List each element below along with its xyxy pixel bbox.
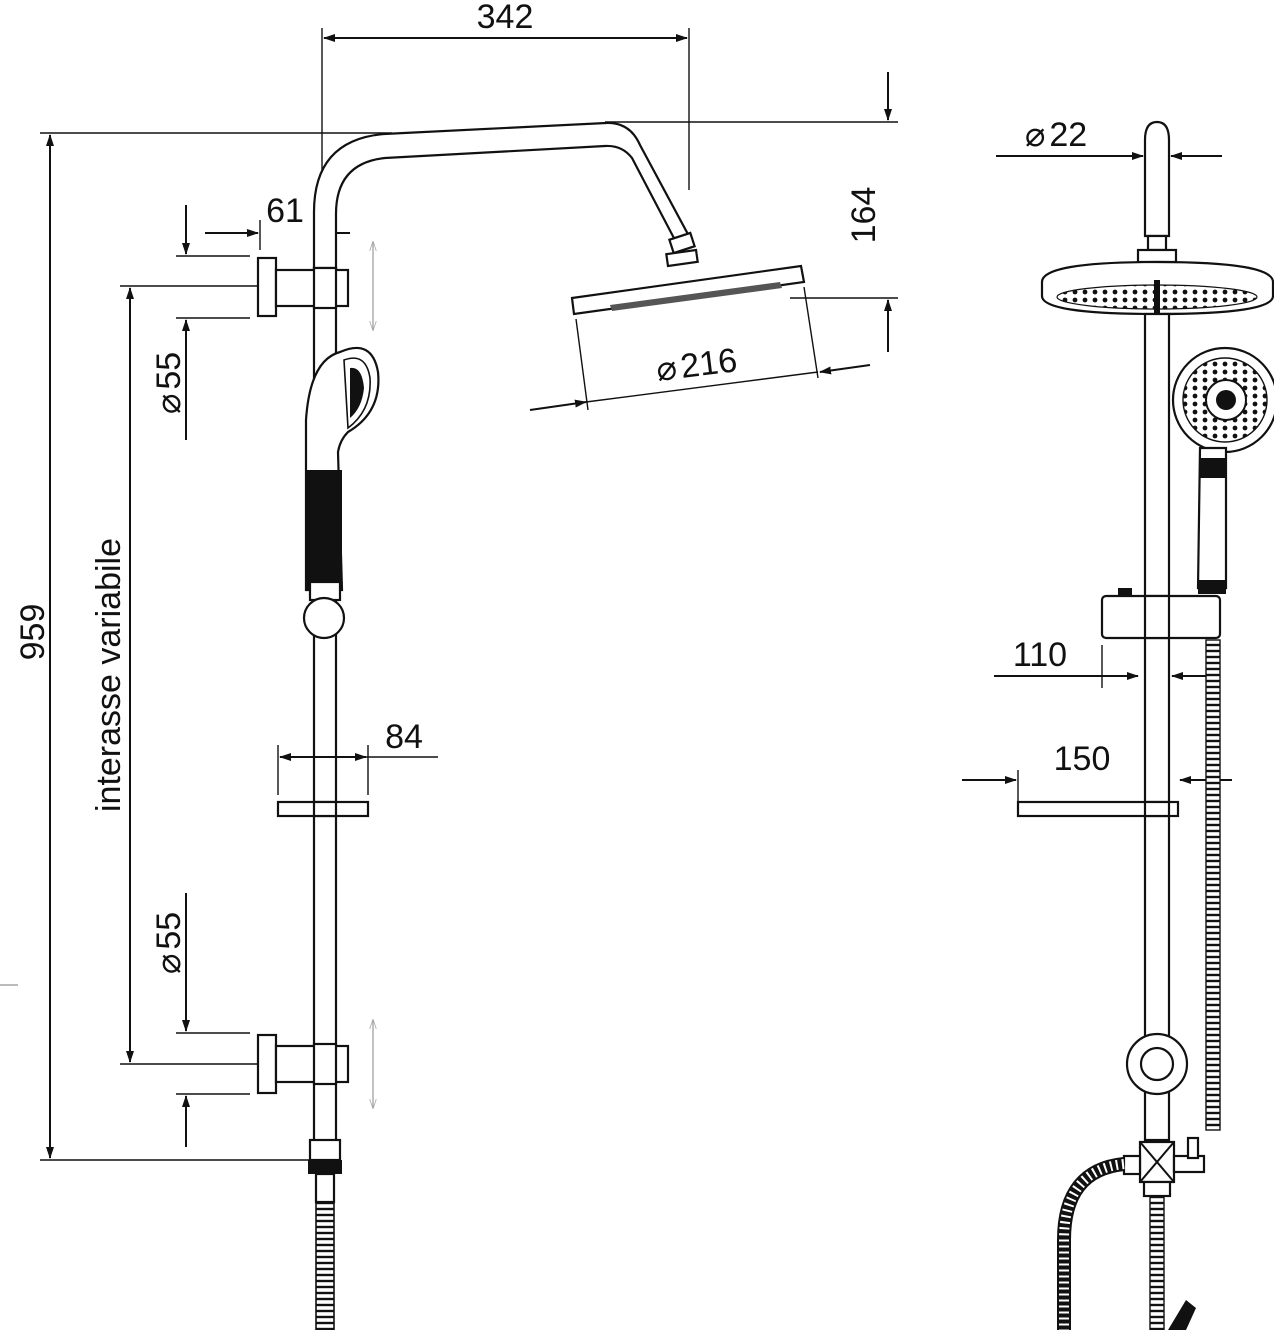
head-joint xyxy=(665,248,699,268)
total-height-value: 959 xyxy=(14,604,52,661)
slider-depth-value: 110 xyxy=(1013,636,1067,674)
slider-front xyxy=(1100,588,1222,640)
dimension-total-height: 959 xyxy=(14,132,392,1161)
rain-shower-head-side: ⌀216 xyxy=(529,264,871,411)
hose-curve-front xyxy=(1057,1157,1125,1330)
side-view: 342 959 164 61 xyxy=(0,0,898,1330)
dimension-arm-drop: 164 xyxy=(605,72,898,352)
dimension-slider-depth: 110 xyxy=(994,636,1216,688)
wall-hook-front xyxy=(1125,1032,1189,1096)
shelf-depth-value: 150 xyxy=(1054,740,1111,778)
dimension-bracket-spacing: interasse variabile xyxy=(90,285,258,1065)
rain-shower-head-front xyxy=(1040,260,1274,316)
diverter-front xyxy=(1122,1136,1206,1330)
pipe-diameter-value: ⌀22 xyxy=(1025,116,1087,154)
wall-bracket-bottom xyxy=(256,1033,350,1095)
arm-nut xyxy=(667,231,697,255)
dimension-shelf-depth: 150 xyxy=(962,740,1232,802)
bracket-spacing-label: interasse variabile xyxy=(90,538,128,812)
arm-drop-value: 164 xyxy=(845,187,883,244)
dimension-wall-offset: 61 xyxy=(205,192,350,250)
arm-end-front xyxy=(1143,120,1171,238)
soap-dish-depth-value: 84 xyxy=(385,718,423,756)
bracket-diameter-bottom-value: ⌀55 xyxy=(150,912,188,974)
arm-joint-front xyxy=(1146,234,1168,252)
dimension-pipe-diameter: ⌀22 xyxy=(996,116,1222,160)
dimension-bracket-diameter-top: ⌀55 xyxy=(150,205,250,440)
riser-pipe-front xyxy=(1143,312,1171,1142)
shower-arm xyxy=(312,121,692,272)
dimension-bracket-diameter-bottom: ⌀55 xyxy=(150,893,250,1147)
head-nut-front xyxy=(1136,248,1178,264)
arm-length-value: 342 xyxy=(477,0,534,36)
hose-front xyxy=(1205,639,1221,1131)
wall-offset-value: 61 xyxy=(266,192,304,230)
soap-dish-side xyxy=(276,800,370,818)
slider-knob-side xyxy=(302,580,346,640)
wall-bracket-top xyxy=(256,256,350,318)
soap-dish-front xyxy=(1016,800,1180,818)
front-view: ⌀22 xyxy=(962,116,1274,1330)
head-diameter-value: ⌀216 xyxy=(654,341,739,389)
hand-shower-front xyxy=(1171,346,1274,594)
dimension-arm-length: 342 xyxy=(321,0,690,210)
hand-shower-side xyxy=(304,346,380,592)
bracket-diameter-top-value: ⌀55 xyxy=(150,352,188,414)
dimension-soap-dish: 84 xyxy=(277,718,438,795)
hose-connector-side xyxy=(308,1138,342,1330)
